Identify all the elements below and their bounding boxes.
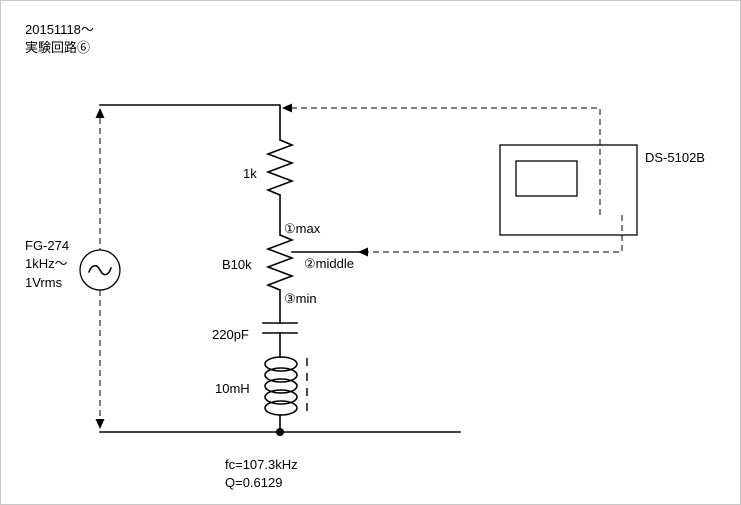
generator-model: FG-274 <box>25 238 69 253</box>
oscilloscope-model: DS-5102B <box>645 150 705 165</box>
arrow-left-icon <box>282 103 292 113</box>
node-max-label: ①max <box>284 221 321 236</box>
potentiometer-symbol <box>265 234 295 291</box>
resistor-value: 1k <box>243 166 257 181</box>
node-min-label: ③min <box>284 291 317 306</box>
function-generator: FG-274 1kHz～ 1Vrms <box>25 108 121 429</box>
node-middle-label: ②middle <box>304 256 354 271</box>
capacitor-value: 220pF <box>212 327 249 342</box>
junction-dot <box>276 428 284 436</box>
probe-ch1-lead <box>292 107 601 215</box>
resistor-1k: 1k <box>243 139 295 196</box>
top-wire <box>99 104 281 141</box>
oscilloscope: DS-5102B <box>282 103 705 253</box>
arrow-down-icon <box>95 419 105 429</box>
experiment-title: 実験回路⑥ <box>25 40 90 55</box>
ac-source-icon <box>79 249 121 291</box>
resistor-symbol <box>265 139 295 196</box>
generator-frequency: 1kHz～ <box>25 256 68 271</box>
inductor-coil-icon <box>264 356 298 416</box>
potentiometer-b10k: B10k ②middle <box>222 234 368 291</box>
oscilloscope-icon <box>499 144 638 236</box>
quality-factor: Q=0.6129 <box>225 475 282 490</box>
inductor-10mh: 10mH <box>215 356 308 416</box>
experiment-date: 20151118～ <box>25 22 94 37</box>
potentiometer-value: B10k <box>222 257 252 272</box>
generator-amplitude: 1Vrms <box>25 275 63 290</box>
arrow-left-icon <box>358 247 368 257</box>
arrow-up-icon <box>95 108 105 118</box>
inductor-value: 10mH <box>215 381 250 396</box>
probe-ch2-lead <box>368 215 623 253</box>
cutoff-frequency: fc=107.3kHz <box>225 457 298 472</box>
